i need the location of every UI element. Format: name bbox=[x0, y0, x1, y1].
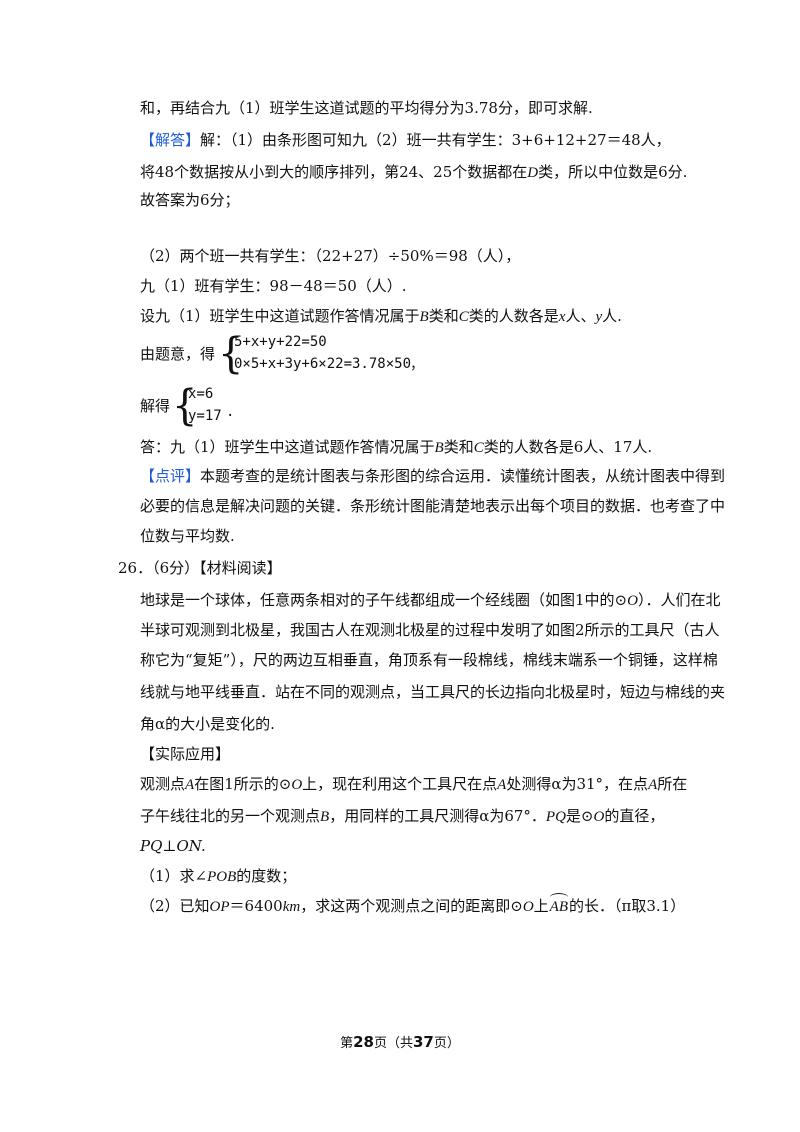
answer-line-1: 【解答】解：（1）由条形图可知九（2）班一共有学生：3+6+12+27＝48人， bbox=[140, 131, 671, 149]
application-heading: 【实际应用】 bbox=[140, 745, 231, 763]
question-26-heading: 26．（6分）【材料阅读】 bbox=[118, 559, 282, 577]
current-page-number: 28 bbox=[353, 1033, 374, 1051]
subquestion-1: （1）求∠POB的度数； bbox=[140, 867, 297, 885]
reading-line-4: 线就与地平线垂直．站在不同的观测点，当工具尺的长边指向北极星时，短边与棉线的夹 bbox=[140, 683, 726, 701]
comment-line-3: 位数与平均数. bbox=[140, 527, 235, 545]
total-page-count: 37 bbox=[413, 1033, 434, 1051]
comment-line-1: 【点评】本题考查的是统计图表与条形图的综合运用．读懂统计图表，从统计图表中得到 bbox=[140, 467, 726, 485]
reading-line-3: 称它为“复矩”），尺的两边互相垂直，角顶系有一段棉线，棉线末端系一个铜锤，这样棉 bbox=[140, 651, 718, 669]
comment-line-2: 必要的信息是解决问题的关键．条形统计图能清楚地表示出每个项目的数据．也考查了中 bbox=[140, 497, 726, 515]
system-1-eq-1: 5+x+y+22=50 bbox=[234, 334, 327, 350]
answer-conclusion: 答：九（1）班学生中这道试题作答情况属于B类和C类的人数各是6人、17人. bbox=[140, 438, 653, 456]
left-brace: { bbox=[172, 381, 198, 431]
page-footer: 第28页（共37页） bbox=[340, 1033, 460, 1051]
reading-line-5: 角α的大小是变化的. bbox=[140, 715, 275, 733]
reading-line-1: 地球是一个球体，任意两条相对的子午线都组成一个经线圈（如图1中的⊙O）．人们在北 bbox=[140, 591, 721, 609]
answer-line-3: 故答案为6分； bbox=[140, 191, 240, 209]
answer-line-4: （2）两个班一共有学生：（22+27）÷50%＝98（人）， bbox=[140, 247, 521, 265]
subquestion-2: （2）已知OP＝6400km，求这两个观测点之间的距离即⊙O上AB的长．（π取3… bbox=[140, 893, 686, 915]
application-line-2: 子午线往北的另一个观测点B，用同样的工具尺测得α为67°．PQ是⊙O的直径， bbox=[140, 807, 665, 825]
application-line-1: 观测点A在图1所示的⊙O上，现在利用这个工具尺在点A处测得α为31°，在点A所在 bbox=[140, 775, 688, 793]
equation-system-2: 解得 { x=6 y=17 . bbox=[140, 384, 340, 428]
answer-line-5: 九（1）班有学生：98－48＝50（人）. bbox=[140, 277, 407, 295]
intro-text: 和，再结合九（1）班学生这道试题的平均得分为3.78分，即可求解. bbox=[140, 99, 593, 117]
system-2-eq-2: y=17 bbox=[188, 408, 222, 424]
comment-tag: 【点评】 bbox=[140, 467, 201, 485]
system-2-eq-1: x=6 bbox=[188, 386, 214, 402]
reading-line-2: 半球可观测到北极星，我国古人在观测北极星的过程中发明了如图2所示的工具尺（古人 bbox=[140, 621, 720, 639]
system-1-end: ， bbox=[410, 357, 424, 373]
answer-tag: 【解答】 bbox=[140, 131, 201, 149]
system-2-label: 解得 bbox=[140, 397, 171, 415]
system-1-label: 由题意，得 bbox=[140, 345, 216, 363]
equation-system-1: 由题意，得 { 5+x+y+22=50 0×5+x+3y+6×22=3.78×5… bbox=[140, 330, 540, 378]
application-line-3: PQ⊥ON. bbox=[140, 837, 206, 855]
arc-ab: AB bbox=[549, 893, 569, 915]
system-2-end: . bbox=[226, 404, 235, 420]
answer-line-2: 将48个数据按从小到大的顺序排列，第24、25个数据都在D类，所以中位数是6分. bbox=[140, 163, 688, 181]
left-brace: { bbox=[218, 329, 244, 379]
answer-line-6: 设九（1）班学生中这道试题作答情况属于B类和C类的人数各是x人、y人. bbox=[140, 307, 622, 325]
system-1-eq-2: 0×5+x+3y+6×22=3.78×50 bbox=[234, 356, 412, 372]
